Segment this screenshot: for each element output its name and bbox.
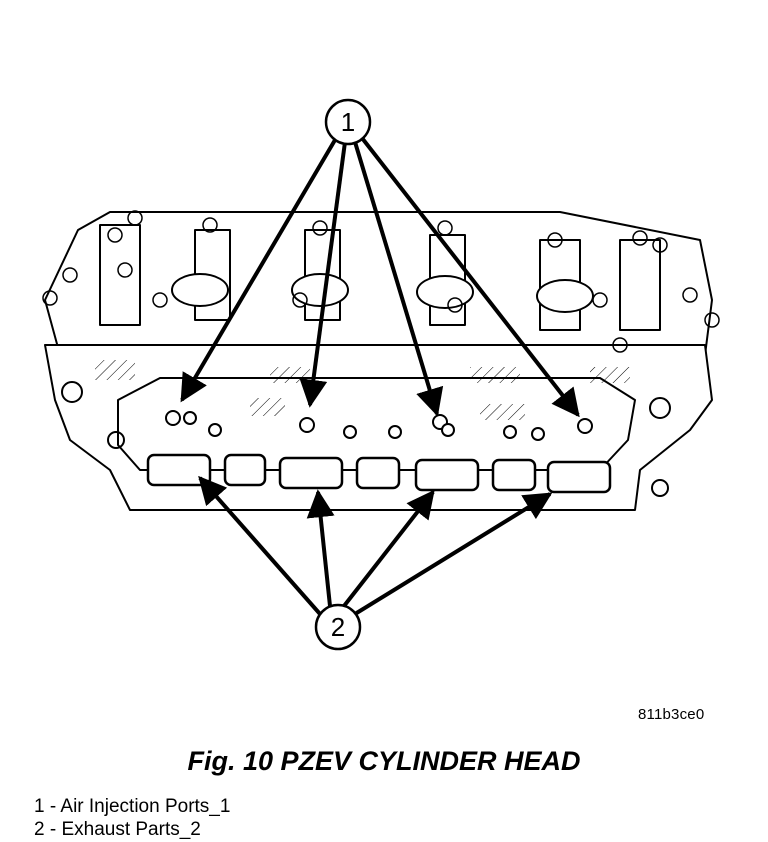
callout-1-leaders	[180, 136, 580, 418]
callout-2-leaders	[198, 475, 553, 616]
figure-title: Fig. 10 PZEV CYLINDER HEAD	[187, 746, 581, 776]
callout-1-label: 1	[341, 107, 355, 137]
legend-item-2: 2 - Exhaust Parts_2	[34, 819, 201, 840]
cylinder-head-illustration: 1 2	[42, 98, 720, 651]
cylinder-head-body	[42, 210, 720, 511]
callout-1: 1	[324, 98, 372, 146]
legend: 1 - Air Injection Ports_1 2 - Exhaust Pa…	[34, 795, 230, 841]
callout-2: 2	[314, 603, 362, 651]
air-injection-ports	[165, 410, 593, 441]
exhaust-ports	[146, 453, 612, 494]
legend-item-1: 1 - Air Injection Ports_1	[34, 796, 231, 817]
callout-2-label: 2	[331, 612, 345, 642]
figure-code: 811b3ce0	[638, 706, 705, 723]
